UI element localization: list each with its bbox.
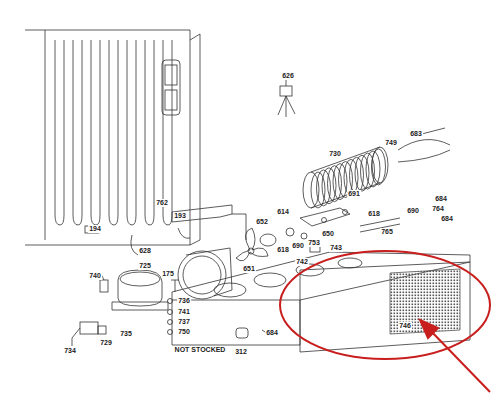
highlight-callout [280, 251, 490, 392]
callout-number: 683 [409, 130, 423, 138]
callout-number: 690 [291, 242, 305, 250]
callout-number: 746 [398, 322, 412, 330]
fan-shroud [172, 205, 246, 299]
callout-number: 734 [63, 347, 77, 355]
callout-number: 628 [138, 247, 152, 255]
callout-number: 194 [88, 225, 102, 233]
callout-number: 684 [440, 215, 454, 223]
callout-number: 729 [99, 339, 113, 347]
callout-number: 193 [173, 212, 187, 220]
callout-number: 684 [434, 195, 448, 203]
callout-number: 737 [177, 318, 191, 326]
callout-number: 764 [431, 205, 445, 213]
callout-number: 312 [234, 348, 248, 356]
callout-number: 651 [242, 265, 256, 273]
tube-line [145, 40, 154, 225]
tube-line [73, 40, 82, 225]
cabinet-back [25, 30, 200, 255]
callout-number: 735 [119, 330, 133, 338]
callout-number: 749 [384, 139, 398, 147]
callout-number: 730 [328, 150, 342, 158]
condenser-coil [303, 128, 450, 208]
base-pan [172, 252, 470, 345]
coil-winding [372, 149, 386, 185]
callout-number: 684 [265, 329, 279, 337]
callout-number: 175 [161, 270, 175, 278]
callout-number: 762 [155, 199, 169, 207]
callout-number: 742 [295, 258, 309, 266]
tube-line [55, 40, 64, 225]
callout-number: 618 [276, 246, 290, 254]
callout-number: 740 [88, 272, 102, 280]
tube-line [91, 40, 100, 225]
callout-number: 765 [380, 228, 394, 236]
callout-number: 741 [177, 308, 191, 316]
callout-number: 650 [321, 230, 335, 238]
callout-number: 725 [138, 262, 152, 270]
note-text: NOT STOCKED [174, 346, 227, 354]
callout-number: 691 [347, 190, 361, 198]
sensor-part [278, 80, 295, 117]
compressor [100, 270, 168, 310]
tube-line [163, 40, 172, 225]
tube-line [109, 40, 118, 225]
callout-number: 690 [406, 207, 420, 215]
callout-number: 750 [177, 328, 191, 336]
callout-number: 743 [329, 244, 343, 252]
callout-number: 626 [281, 72, 295, 80]
tube-line [127, 40, 136, 225]
callout-number: 753 [307, 239, 321, 247]
callout-number: 614 [276, 208, 290, 216]
callout-number: 652 [255, 218, 269, 226]
grille-panel [300, 262, 470, 352]
callout-number: 736 [177, 297, 191, 305]
callout-number: 618 [367, 210, 381, 218]
